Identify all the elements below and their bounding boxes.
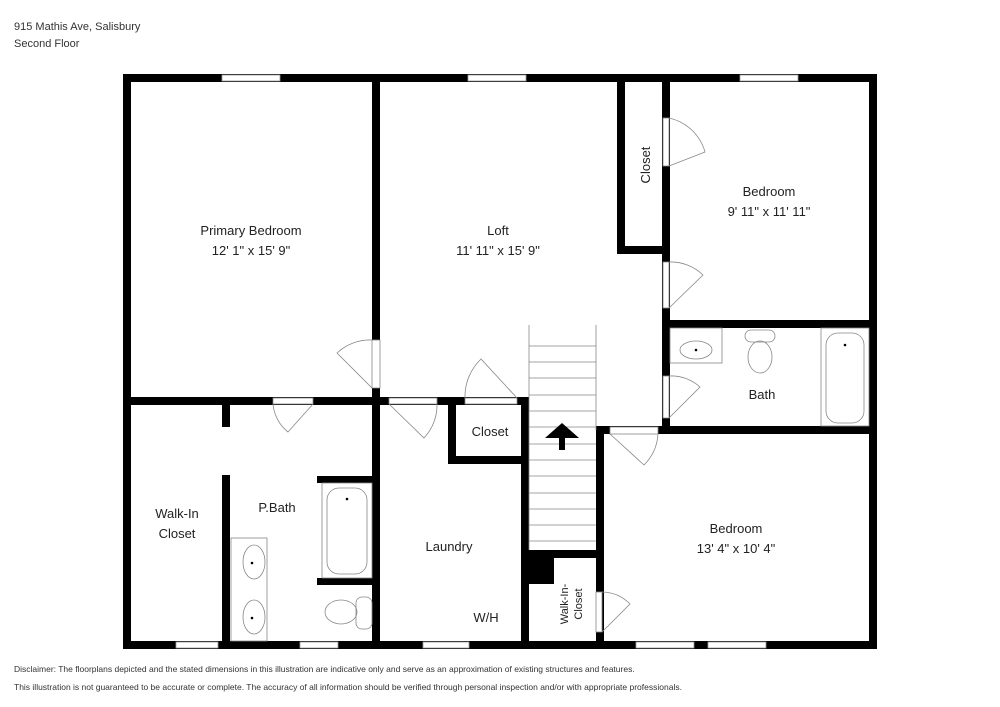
room-label-walk-in-2: Closet bbox=[159, 526, 196, 541]
room-label-p-bath: P.Bath bbox=[258, 500, 295, 515]
fixtures bbox=[230, 327, 870, 642]
room-label-bedroom-se: Bedroom bbox=[710, 521, 763, 536]
room-dims-loft: 11' 11" x 15' 9" bbox=[456, 243, 540, 258]
room-label-walk-in-1: Walk-In bbox=[155, 506, 199, 521]
windows bbox=[175, 74, 799, 649]
doors bbox=[272, 117, 706, 633]
room-label-walk-in-small-2: Closet bbox=[573, 588, 585, 619]
room-label-primary-bedroom: Primary Bedroom bbox=[200, 223, 301, 238]
walls bbox=[123, 74, 877, 649]
room-label-bedroom-ne: Bedroom bbox=[743, 184, 796, 199]
room-label-bath: Bath bbox=[749, 387, 776, 402]
room-dims-bedroom-ne: 9' 11" x 11' 11" bbox=[728, 204, 811, 219]
property-address: 915 Mathis Ave, Salisbury bbox=[14, 21, 141, 33]
disclaimer-line-2: This illustration is not guaranteed to b… bbox=[14, 682, 682, 692]
up-arrow-icon bbox=[545, 423, 579, 450]
floor-label: Second Floor bbox=[14, 38, 80, 50]
disclaimer-line-1: Disclaimer: The floorplans depicted and … bbox=[14, 664, 635, 674]
room-label-closet-ne: Closet bbox=[638, 146, 653, 183]
room-label-laundry: Laundry bbox=[426, 539, 473, 554]
room-dims-bedroom-se: 13' 4" x 10' 4" bbox=[697, 541, 776, 556]
room-label-loft: Loft bbox=[487, 223, 509, 238]
room-label-walk-in-small-1: Walk-In- bbox=[559, 583, 571, 624]
room-label-wh: W/H bbox=[473, 610, 498, 625]
staircase bbox=[528, 325, 597, 550]
room-dims-primary-bedroom: 12' 1" x 15' 9" bbox=[212, 243, 291, 258]
room-label-closet-hall: Closet bbox=[472, 424, 509, 439]
